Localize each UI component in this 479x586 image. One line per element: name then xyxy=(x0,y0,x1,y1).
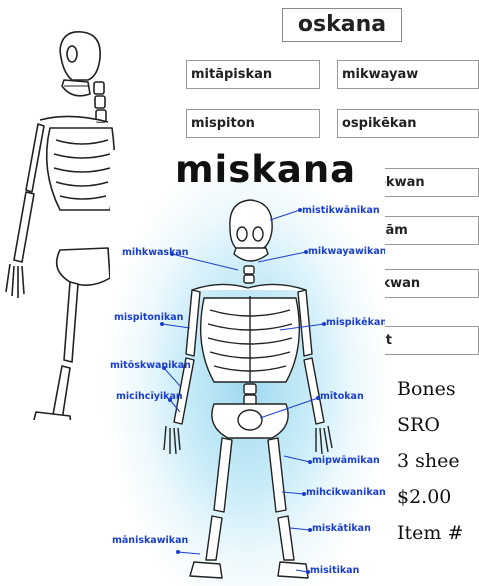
label-mispikekan: mispikēkan xyxy=(326,317,385,328)
description-line-1: Bones xyxy=(397,378,456,400)
label-box-ikwan: ikwan xyxy=(372,269,479,298)
description-line-2: SRO xyxy=(397,414,440,436)
label-mispitonikan: mispitonikan xyxy=(114,312,183,323)
label-box-ospikekan: ospikēkan xyxy=(337,109,479,138)
description-line-4: $2.00 xyxy=(397,486,451,508)
label-mipwamikan: mipwāmikan xyxy=(312,455,380,466)
label-miskatikan: miskātikan xyxy=(312,523,371,534)
back-sheet-title: oskana xyxy=(282,8,402,42)
label-box-okwan: okwan xyxy=(372,168,479,197)
label-maniskawikan: māniskawikan xyxy=(112,535,188,546)
label-micihciyikan: micihcīyikan xyxy=(116,391,183,402)
label-mistikwanikan: mistikwānikan xyxy=(302,205,380,216)
label-box-at: āt xyxy=(372,326,479,355)
label-mihkwaskan: mihkwaskan xyxy=(122,247,189,258)
label-box-mitapiskan: mitāpiskan xyxy=(186,60,320,89)
front-sheet: miskana xyxy=(110,150,385,586)
description-line-3: 3 shee xyxy=(397,450,460,472)
label-box-mikwayaw: mikwayaw xyxy=(337,60,479,89)
label-mitokan: mītokan xyxy=(320,391,364,402)
label-mihcikwanikan: mihcikwanikan xyxy=(306,487,385,498)
description-line-5: Item # xyxy=(397,522,463,544)
label-box-vam: vām xyxy=(372,216,479,245)
label-mitoskwanikan: mitōskwanikan xyxy=(110,360,191,371)
label-misitikan: misitikan xyxy=(310,565,359,576)
label-box-mispiton: mispiton xyxy=(186,109,320,138)
label-mikwayawikan: mikwayawikan xyxy=(308,246,385,257)
